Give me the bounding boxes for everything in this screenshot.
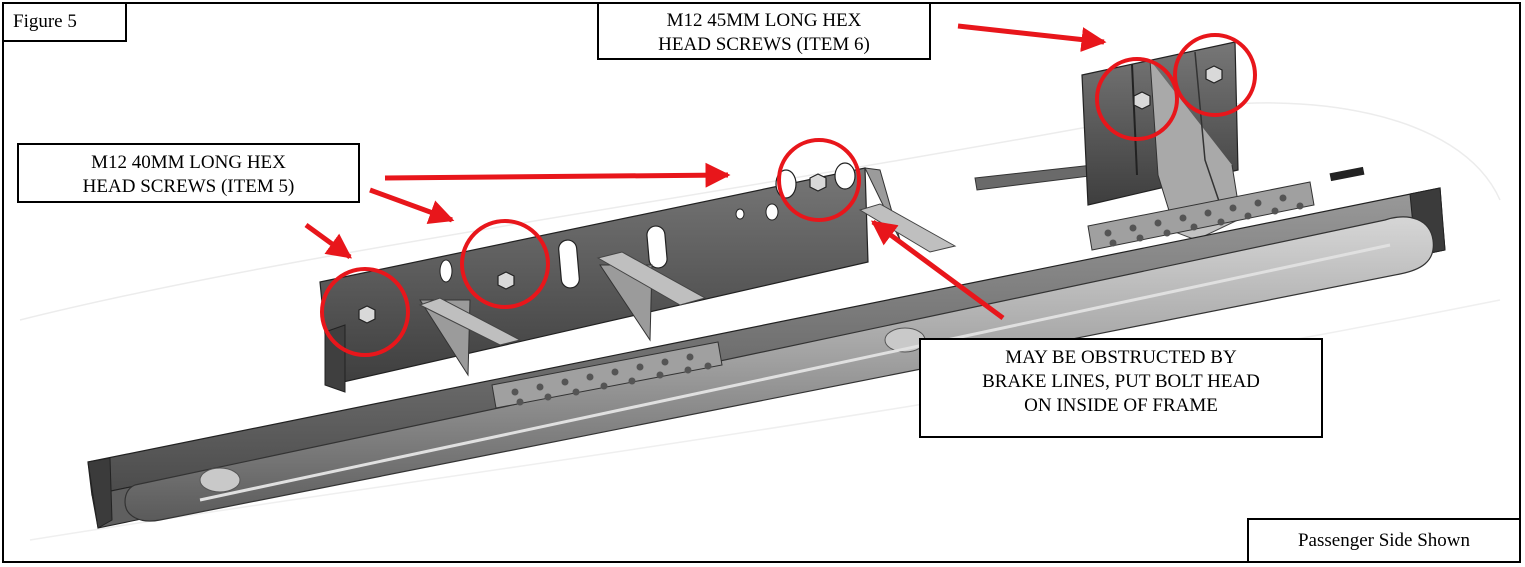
highlight-circle: [1095, 57, 1179, 141]
callout-line: HEAD SCREWS (ITEM 5): [82, 175, 295, 197]
arrow: [870, 219, 1005, 321]
callout-m12-45mm-screws: M12 45MM LONG HEX HEAD SCREWS (ITEM 6): [597, 2, 931, 60]
callout-line: ON INSIDE OF FRAME: [1024, 394, 1218, 416]
callout-line: HEAD SCREWS (ITEM 6): [658, 33, 870, 55]
view-note: Passenger Side Shown: [1247, 518, 1521, 563]
bolt-heads: [358, 65, 1223, 324]
figure-label: Figure 5: [2, 2, 127, 42]
callout-arrows: [304, 23, 1107, 321]
callout-m12-40mm-screws: M12 40MM LONG HEX HEAD SCREWS (ITEM 5): [17, 143, 360, 203]
callout-line: M12 40MM LONG HEX: [91, 152, 286, 173]
background-swoosh: [19, 102, 1501, 321]
step-tube: [124, 216, 1434, 522]
step-pad-rear: [1087, 181, 1315, 251]
highlight-circle: [460, 219, 550, 309]
arrow: [304, 222, 353, 260]
arrow: [957, 23, 1107, 52]
callout-line: BRAKE LINES, PUT BOLT HEAD: [982, 370, 1260, 392]
arrow: [384, 162, 731, 188]
callout-line: M12 45MM LONG HEX: [666, 10, 862, 31]
step-pad-front: [491, 341, 723, 409]
highlight-circles: [320, 33, 1257, 357]
highlight-circle: [320, 267, 410, 357]
highlight-circle: [1173, 33, 1257, 117]
rear-bracket: [974, 41, 1244, 241]
highlight-circle: [777, 138, 861, 222]
callout-line: MAY BE OBSTRUCTED BY: [1005, 347, 1237, 368]
callout-brake-lines-note: MAY BE OBSTRUCTED BY BRAKE LINES, PUT BO…: [919, 338, 1323, 438]
arrow: [369, 187, 455, 225]
